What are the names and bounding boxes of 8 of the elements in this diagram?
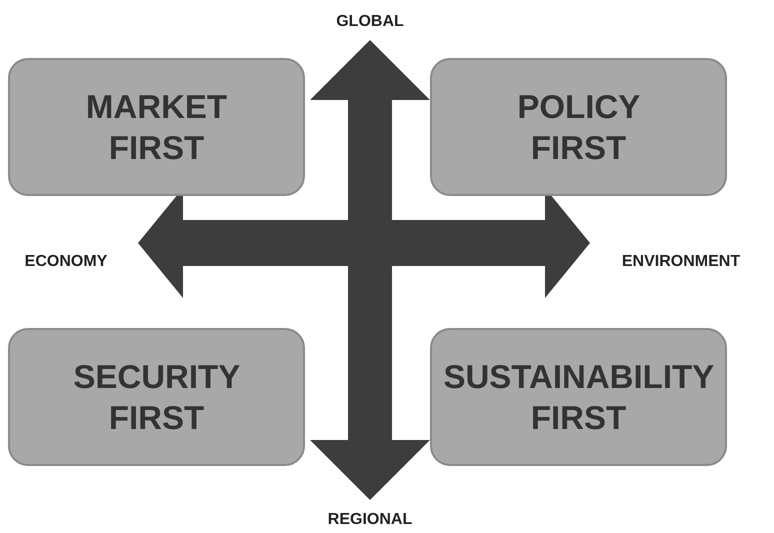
axis-label: ENVIRONMENT [622,253,740,271]
scenario-box: POLICY FIRST [430,58,727,196]
scenario-box: SUSTAINABILITY FIRST [430,328,727,466]
axis-label: ECONOMY [24,253,108,271]
axis-label: GLOBAL [336,13,404,31]
axis-label: REGIONAL [328,511,412,529]
scenario-box: SECURITY FIRST [8,328,305,466]
scenario-box: MARKET FIRST [8,58,305,196]
